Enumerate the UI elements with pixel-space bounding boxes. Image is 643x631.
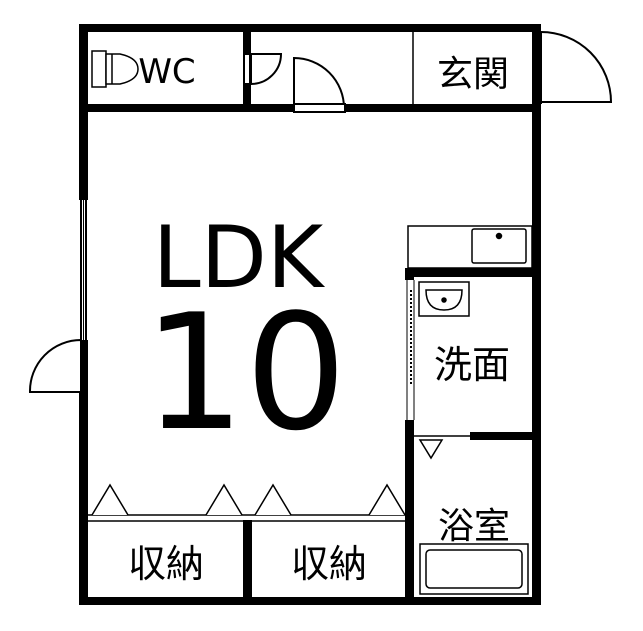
top-partitions	[79, 24, 541, 112]
left-window	[80, 200, 87, 340]
bathtub	[419, 543, 529, 595]
ldk-label: LDK	[153, 208, 326, 308]
kitchen-counter	[407, 225, 533, 269]
storage-walls	[243, 520, 414, 605]
entrance-frame	[532, 24, 541, 112]
entrance-label: 玄関	[437, 54, 509, 95]
ldk-size-label: 10	[143, 279, 347, 466]
wc-door	[243, 53, 283, 86]
storage-top-line	[88, 514, 408, 522]
washroom-label: 洗面	[434, 343, 510, 387]
storage-right-label: 収納	[291, 542, 367, 586]
wash-basin	[418, 281, 470, 317]
toilet-fixture	[91, 50, 139, 88]
bathroom-door-triangle	[418, 439, 444, 460]
wet-area-walls	[405, 268, 541, 605]
hallway-door	[293, 56, 346, 113]
entrance-door	[540, 31, 613, 104]
wc-label: WC	[138, 52, 195, 92]
storage-left-label: 収納	[128, 542, 204, 586]
bathroom-label: 浴室	[438, 506, 510, 547]
left-door-swing	[28, 338, 82, 393]
storage-door-marks	[91, 483, 406, 516]
washroom-sliding-door	[406, 280, 415, 420]
